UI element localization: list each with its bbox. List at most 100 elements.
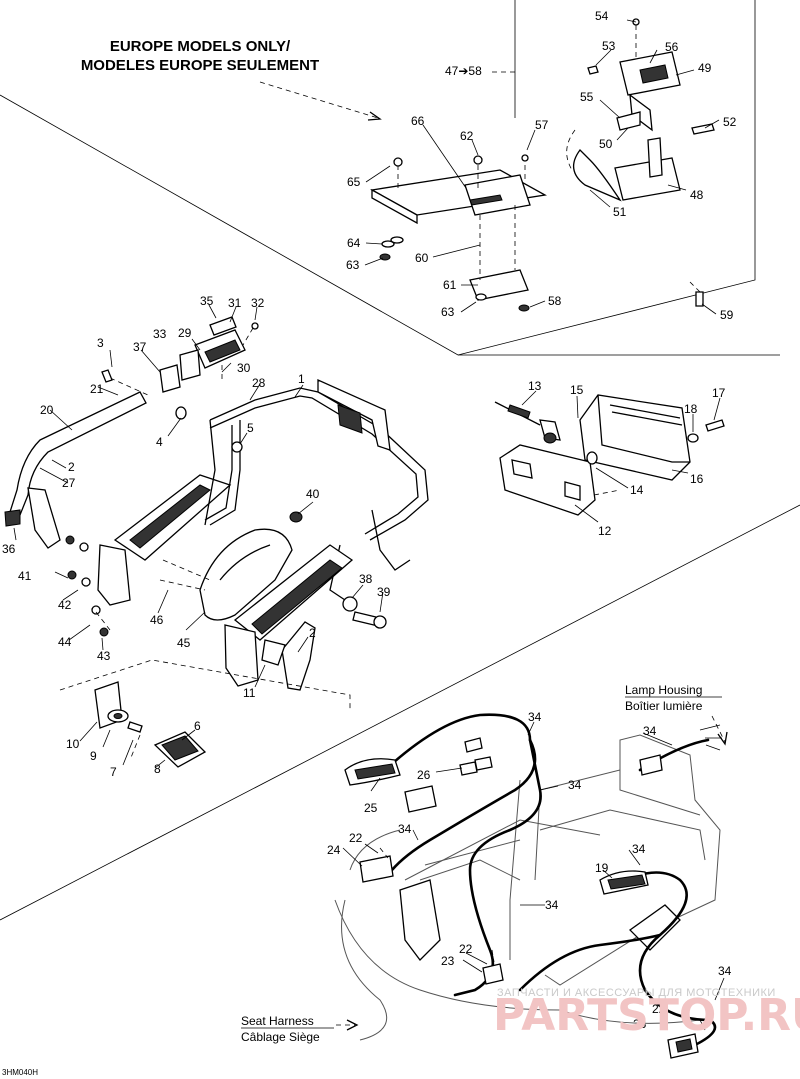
callout-21: 21 — [90, 382, 104, 396]
callout-24: 24 — [327, 843, 341, 857]
connector-cluster — [159, 316, 259, 393]
watermark: ЗАПЧАСТИ И АКСЕССУАРЫ ДЛЯ МОТОТЕХНИКИ PA… — [493, 987, 800, 1041]
callout-53: 53 — [602, 39, 616, 53]
callout-34-e: 34 — [632, 842, 646, 856]
callout-34-c: 34 — [398, 822, 412, 836]
callout-18: 18 — [684, 402, 698, 416]
callout-9: 9 — [90, 749, 97, 763]
callout-54: 54 — [595, 9, 609, 23]
callout-63-upper: 63 — [346, 258, 360, 272]
callout-1: 1 — [298, 372, 305, 386]
callout-14: 14 — [630, 483, 644, 497]
callout-43: 43 — [97, 649, 111, 663]
callout-34-a: 34 — [528, 710, 542, 724]
lamp-housing-label-fr: Boîtier lumière — [625, 699, 703, 713]
callout-51: 51 — [613, 205, 627, 219]
callout-27: 27 — [62, 476, 76, 490]
callout-4: 4 — [156, 435, 163, 449]
europe-title-line2: MODELES EUROPE SEULEMENT — [81, 57, 319, 74]
callout-19: 19 — [595, 861, 609, 875]
mount-detail-box — [59, 659, 351, 768]
callout-58: 58 — [548, 294, 562, 308]
callout-23-lower: 23 — [633, 1017, 647, 1031]
section-dividers — [0, 0, 800, 921]
callout-65: 65 — [347, 175, 361, 189]
callout-22-lower: 22 — [652, 1002, 666, 1016]
callout-15: 15 — [570, 383, 584, 397]
callout-7: 7 — [110, 765, 117, 779]
range-reference: 47➔58 — [445, 64, 482, 78]
callout-10: 10 — [66, 737, 80, 751]
left-grab-handle — [4, 369, 149, 549]
callout-40: 40 — [306, 487, 320, 501]
callout-28: 28 — [252, 376, 266, 390]
callout-61: 61 — [443, 278, 457, 292]
license-plate-bracket — [370, 154, 547, 312]
callout-37: 37 — [133, 340, 147, 354]
callout-16: 16 — [690, 472, 704, 486]
callout-34-g: 34 — [718, 964, 732, 978]
callout-45: 45 — [177, 636, 191, 650]
callout-55: 55 — [580, 90, 594, 104]
callout-36: 36 — [2, 542, 16, 556]
callout-60: 60 — [415, 251, 429, 265]
callout-38: 38 — [359, 572, 373, 586]
callout-22-upper: 22 — [349, 831, 363, 845]
callout-35: 35 — [200, 294, 214, 308]
callout-44: 44 — [58, 635, 72, 649]
hardware — [65, 406, 387, 637]
callout-66: 66 — [411, 114, 425, 128]
callout-11: 11 — [243, 686, 256, 700]
callout-63-lower: 63 — [441, 305, 455, 319]
callout-50: 50 — [599, 137, 613, 151]
callout-34-f: 34 — [643, 724, 657, 738]
watermark-logo: PARTSTOP.RU — [493, 990, 800, 1041]
callout-26: 26 — [417, 768, 431, 782]
callout-59: 59 — [720, 308, 734, 322]
callout-5: 5 — [247, 421, 254, 435]
callout-17: 17 — [712, 386, 726, 400]
callout-34-d: 34 — [545, 898, 559, 912]
callout-42: 42 — [58, 598, 72, 612]
europe-title-line1: EUROPE MODELS ONLY/ — [110, 38, 291, 55]
seat-harness-section — [334, 713, 722, 1059]
callout-6: 6 — [194, 719, 201, 733]
rear-rack-frame — [97, 378, 429, 687]
tail-lamp-assembly — [494, 394, 725, 516]
callout-2-left: 2 — [68, 460, 75, 474]
callout-31: 31 — [228, 296, 242, 310]
callout-32: 32 — [251, 296, 265, 310]
callout-23-middle: 23 — [441, 954, 455, 968]
europe-header: EUROPE MODELS ONLY/ MODELES EUROPE SEULE… — [81, 38, 515, 121]
europe-lamp-assembly — [566, 18, 715, 307]
backrest-pad — [199, 528, 293, 621]
seat-harness-label-en: Seat Harness — [241, 1014, 314, 1028]
callout-33: 33 — [153, 327, 167, 341]
callout-48: 48 — [690, 188, 704, 202]
callout-46: 46 — [150, 613, 164, 627]
callout-13: 13 — [528, 379, 542, 393]
callout-3: 3 — [97, 336, 104, 350]
callout-12: 12 — [598, 524, 612, 538]
callout-62: 62 — [460, 129, 474, 143]
callout-49: 49 — [698, 61, 712, 75]
callout-39: 39 — [377, 585, 391, 599]
callout-56: 56 — [665, 40, 679, 54]
callout-25: 25 — [364, 801, 378, 815]
drawing-code: 3HM040H — [2, 1068, 38, 1077]
lamp-housing-label-en: Lamp Housing — [625, 683, 702, 697]
callout-22-middle: 22 — [459, 942, 473, 956]
callout-41: 41 — [18, 569, 32, 583]
harness-notes: Lamp Housing Boîtier lumière Seat Harnes… — [241, 683, 728, 1044]
callout-34-b: 34 — [568, 778, 582, 792]
seat-harness-label-fr: Câblage Siège — [241, 1030, 320, 1044]
callout-52: 52 — [723, 115, 737, 129]
leader-lines — [13, 19, 725, 1001]
callout-57: 57 — [535, 118, 549, 132]
callout-8: 8 — [154, 762, 161, 776]
callout-30: 30 — [237, 361, 251, 375]
watermark-tagline: ЗАПЧАСТИ И АКСЕССУАРЫ ДЛЯ МОТОТЕХНИКИ — [497, 987, 776, 999]
callout-64: 64 — [347, 236, 361, 250]
callout-numbers: 1 2 2 3 4 5 6 7 8 9 10 11 12 13 14 15 16… — [2, 9, 737, 1031]
